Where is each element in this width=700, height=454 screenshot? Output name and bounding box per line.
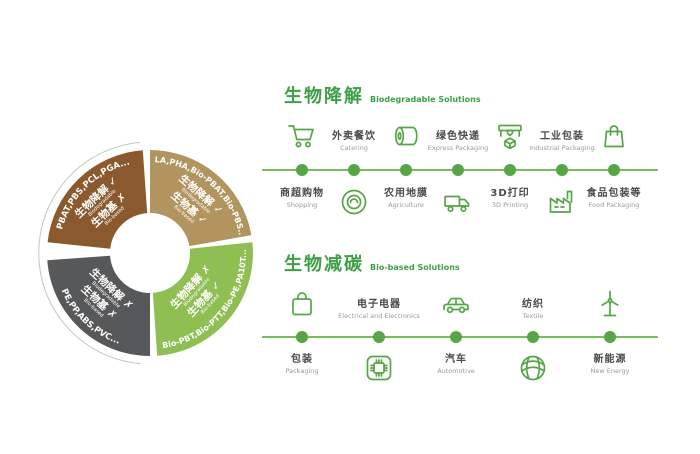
item-label-electronics: 电子电器 Electrical and Electronics <box>338 299 420 320</box>
printer-3d-icon <box>494 120 526 152</box>
section1-heading: 生物降解 Biodegradable Solutions <box>284 82 481 108</box>
timeline-dot <box>527 331 539 343</box>
item-label-packaging: 包装 Packaging <box>285 354 319 375</box>
segment-fossil-conventional <box>47 255 150 356</box>
item-label-industrial: 工业包装 Industrial Packaging <box>529 131 595 152</box>
timeline-dot <box>604 331 616 343</box>
section2-heading: 生物减碳 Bio-based Solutions <box>284 250 460 276</box>
segment-fossil-biodegradable <box>47 150 148 249</box>
timeline-dot <box>504 164 516 176</box>
plate-icon <box>338 186 370 218</box>
section2-title: 生物减碳 <box>284 254 364 275</box>
item-label-new-energy: 新能源 New Energy <box>590 354 630 375</box>
material-wheel: PBAT,PBS,PCL,PGA... PLA,PHA,Bio-PBAT,Bio… <box>25 128 253 365</box>
outer-ring-arc <box>38 141 141 365</box>
timeline-dot <box>452 164 464 176</box>
section1-subtitle: Biodegradable Solutions <box>370 95 481 104</box>
section1-title: 生物降解 <box>284 86 364 107</box>
chip-icon <box>363 352 395 384</box>
item-label-food-packaging: 食品包装等 Food Packaging <box>586 188 642 209</box>
item-label-3d-printing: 3D打印 3D Printing <box>490 188 530 209</box>
item-label-automotive: 汽车 Automotive <box>437 354 475 375</box>
segment-bio-durable <box>152 242 253 356</box>
wind-turbine-icon <box>594 288 626 320</box>
timeline-dot <box>348 164 360 176</box>
timeline-dot <box>400 164 412 176</box>
timeline-dot <box>450 331 462 343</box>
item-label-textile: 纺织 Textile <box>522 299 544 320</box>
item-label-agriculture: 农用地膜 Agriculture <box>384 188 428 209</box>
timeline-dot <box>608 164 620 176</box>
item-label-catering: 外卖餐饮 Catering <box>332 131 376 152</box>
timeline-dot <box>373 331 385 343</box>
film-roll-icon <box>390 120 422 152</box>
timeline-dot <box>296 331 308 343</box>
item-label-express: 绿色快递 Express Packaging <box>427 131 489 152</box>
segment-bio-biodegradable <box>150 150 252 247</box>
truck-icon <box>442 186 474 218</box>
car-icon <box>440 288 472 320</box>
timeline-dot <box>296 164 308 176</box>
shopping-bag-icon <box>286 288 318 320</box>
item-label-shopping: 商超购物 Shopping <box>280 188 324 209</box>
food-bag-icon <box>598 120 630 152</box>
cart-icon <box>286 120 318 152</box>
timeline-dot <box>556 164 568 176</box>
yarn-icon <box>517 352 549 384</box>
section2-subtitle: Bio-based Solutions <box>370 263 460 272</box>
factory-icon <box>546 186 578 218</box>
